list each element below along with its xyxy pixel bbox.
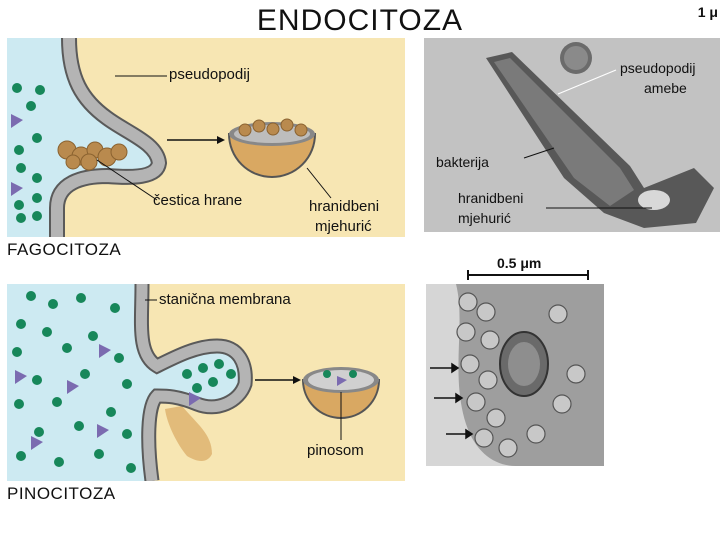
phagocytosis-diagram: pseudopodij čestica hrane hranidbeni mje… <box>7 38 405 237</box>
pinocytosis-diagram: stanična membrana pinosom <box>7 284 405 481</box>
label-pinosom: pinosom <box>307 442 364 459</box>
micrograph-pinocytosis <box>426 284 604 466</box>
caption-fagocitoza: FAGOCITOZA <box>7 240 121 260</box>
label-mjehuric: mjehurić <box>315 218 372 235</box>
micrograph-amoeba: pseudopodij amebe bakterija hranidbeni m… <box>424 38 720 232</box>
label-hranidbeni: hranidbeni <box>309 198 379 215</box>
caption-pinocitoza: PINOCITOZA <box>7 484 116 504</box>
label-pseudopodij-amebe-2: amebe <box>644 80 687 97</box>
page-title: ENDOCITOZA <box>0 4 720 38</box>
label-pseudopodij: pseudopodij <box>169 66 250 83</box>
scale-label-micrograph: 0.5 μm <box>497 255 541 271</box>
scale-label-top: 1 μ <box>698 4 718 20</box>
micrograph-pinocytosis-image <box>426 284 604 466</box>
label-cestica-hrane: čestica hrane <box>153 192 242 209</box>
label-pseudopodij-amebe-1: pseudopodij <box>620 60 696 77</box>
label-hranidbeni-micro: hranidbeni <box>458 190 523 207</box>
scale-bar <box>466 270 590 280</box>
label-stanicna-membrana: stanična membrana <box>159 291 291 308</box>
label-bakterija: bakterija <box>436 154 489 171</box>
label-mjehuric-micro: mjehurić <box>458 210 511 227</box>
